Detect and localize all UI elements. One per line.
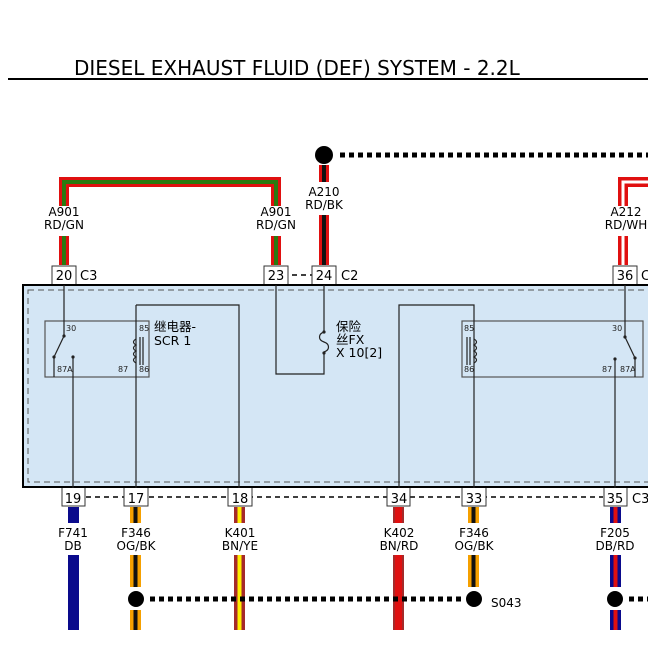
splice-dot[interactable] xyxy=(605,589,625,609)
pin-box[interactable]: 36 xyxy=(612,265,638,284)
relay-pin-label: 30 xyxy=(612,324,622,333)
wire-label-circuit: F205 xyxy=(600,526,630,540)
relay-pin-label: 86 xyxy=(464,365,474,374)
wire-a212[interactable] xyxy=(618,177,648,265)
pin-number: 33 xyxy=(466,492,483,507)
module-housing xyxy=(22,284,648,488)
relay-pin-label: 87A xyxy=(57,365,73,374)
wire-f346-pin33[interactable] xyxy=(468,507,479,587)
relay-name: SCR 1 xyxy=(154,333,191,348)
wire-label-color: RD/GN xyxy=(44,218,84,232)
connector-label: C xyxy=(641,269,648,284)
module-inner-border xyxy=(27,289,648,483)
wire-label-color: DB/RD xyxy=(595,539,634,553)
pin-box[interactable]: 35 xyxy=(603,488,628,507)
pin-number: 24 xyxy=(316,269,333,284)
relay-pin-label: 87A xyxy=(620,365,636,374)
pin-box[interactable]: 19 xyxy=(61,488,86,507)
wire-label-color: RD/WH xyxy=(605,218,648,232)
connector-label: C2 xyxy=(341,269,358,284)
wire-label-circuit: A210 xyxy=(308,185,339,199)
connector-label: C3 xyxy=(80,269,97,284)
wire-label-circuit: F346 xyxy=(459,526,489,540)
connector-label: C3 xyxy=(632,492,648,507)
pin-box[interactable]: 24 xyxy=(311,265,337,284)
pin-number: 23 xyxy=(268,269,285,284)
pin-box[interactable]: 23 xyxy=(263,265,289,284)
pin-number: 34 xyxy=(391,492,408,507)
wire-a901-loop[interactable] xyxy=(59,177,281,206)
relay-right xyxy=(398,285,644,489)
wire-label-circuit: F741 xyxy=(58,526,88,540)
wire-label-circuit: K401 xyxy=(225,526,256,540)
wire-label-circuit: A212 xyxy=(610,205,641,219)
relay-scr1 xyxy=(44,285,240,489)
wire-label-color: OG/BK xyxy=(117,539,157,553)
wire-label-circuit: A901 xyxy=(48,205,79,219)
wire-k402[interactable] xyxy=(393,507,404,630)
wire-f741[interactable] xyxy=(68,507,79,630)
wire-label-circuit: A901 xyxy=(260,205,291,219)
wire-label-circuit: F346 xyxy=(121,526,151,540)
fuse-label: X 10[2] xyxy=(336,345,382,360)
relay-pin-label: 87 xyxy=(602,365,612,374)
pin-box[interactable]: 18 xyxy=(227,488,253,507)
relay-pin-label: 86 xyxy=(139,365,149,374)
wire-label-color: BN/RD xyxy=(380,539,419,553)
wire-f205[interactable] xyxy=(610,507,621,630)
splice-dot[interactable] xyxy=(126,589,146,609)
pin-number: 18 xyxy=(232,492,249,507)
top-splice-dot xyxy=(315,146,333,164)
relay-pin-label: 87 xyxy=(118,365,128,374)
wire-label-circuit: K402 xyxy=(384,526,415,540)
pin-box[interactable]: 20 xyxy=(51,265,77,284)
pin-number: 36 xyxy=(617,269,634,284)
pin-box[interactable]: 33 xyxy=(461,488,487,507)
wire-label-color: RD/GN xyxy=(256,218,296,232)
fuse-label: 保险 xyxy=(336,319,362,334)
wire-label-color: OG/BK xyxy=(455,539,495,553)
fuse-fx10 xyxy=(275,285,330,375)
pin-number: 19 xyxy=(65,492,82,507)
relay-pin-label: 85 xyxy=(139,324,149,333)
diagram-title: DIESEL EXHAUST FLUID (DEF) SYSTEM - 2.2L xyxy=(74,56,521,80)
wire-label-color: RD/BK xyxy=(305,198,344,212)
splice-dot-s043[interactable] xyxy=(464,589,484,609)
relay-pin-label: 30 xyxy=(66,324,76,333)
pin-number: 35 xyxy=(607,492,624,507)
pin-box[interactable]: 17 xyxy=(123,488,149,507)
pin-number: 20 xyxy=(56,269,73,284)
relay-pin-label: 85 xyxy=(464,324,474,333)
splice-label: S043 xyxy=(491,596,522,610)
wire-k401[interactable] xyxy=(234,507,245,630)
wire-label-color: BN/YE xyxy=(222,539,258,553)
pin-number: 17 xyxy=(128,492,145,507)
fuse-label: 丝FX xyxy=(336,332,365,347)
wire-label-color: DB xyxy=(64,539,81,553)
pin-box[interactable]: 34 xyxy=(386,488,411,507)
relay-name: 继电器- xyxy=(154,319,196,334)
wire-f346-pin17[interactable] xyxy=(130,507,141,630)
